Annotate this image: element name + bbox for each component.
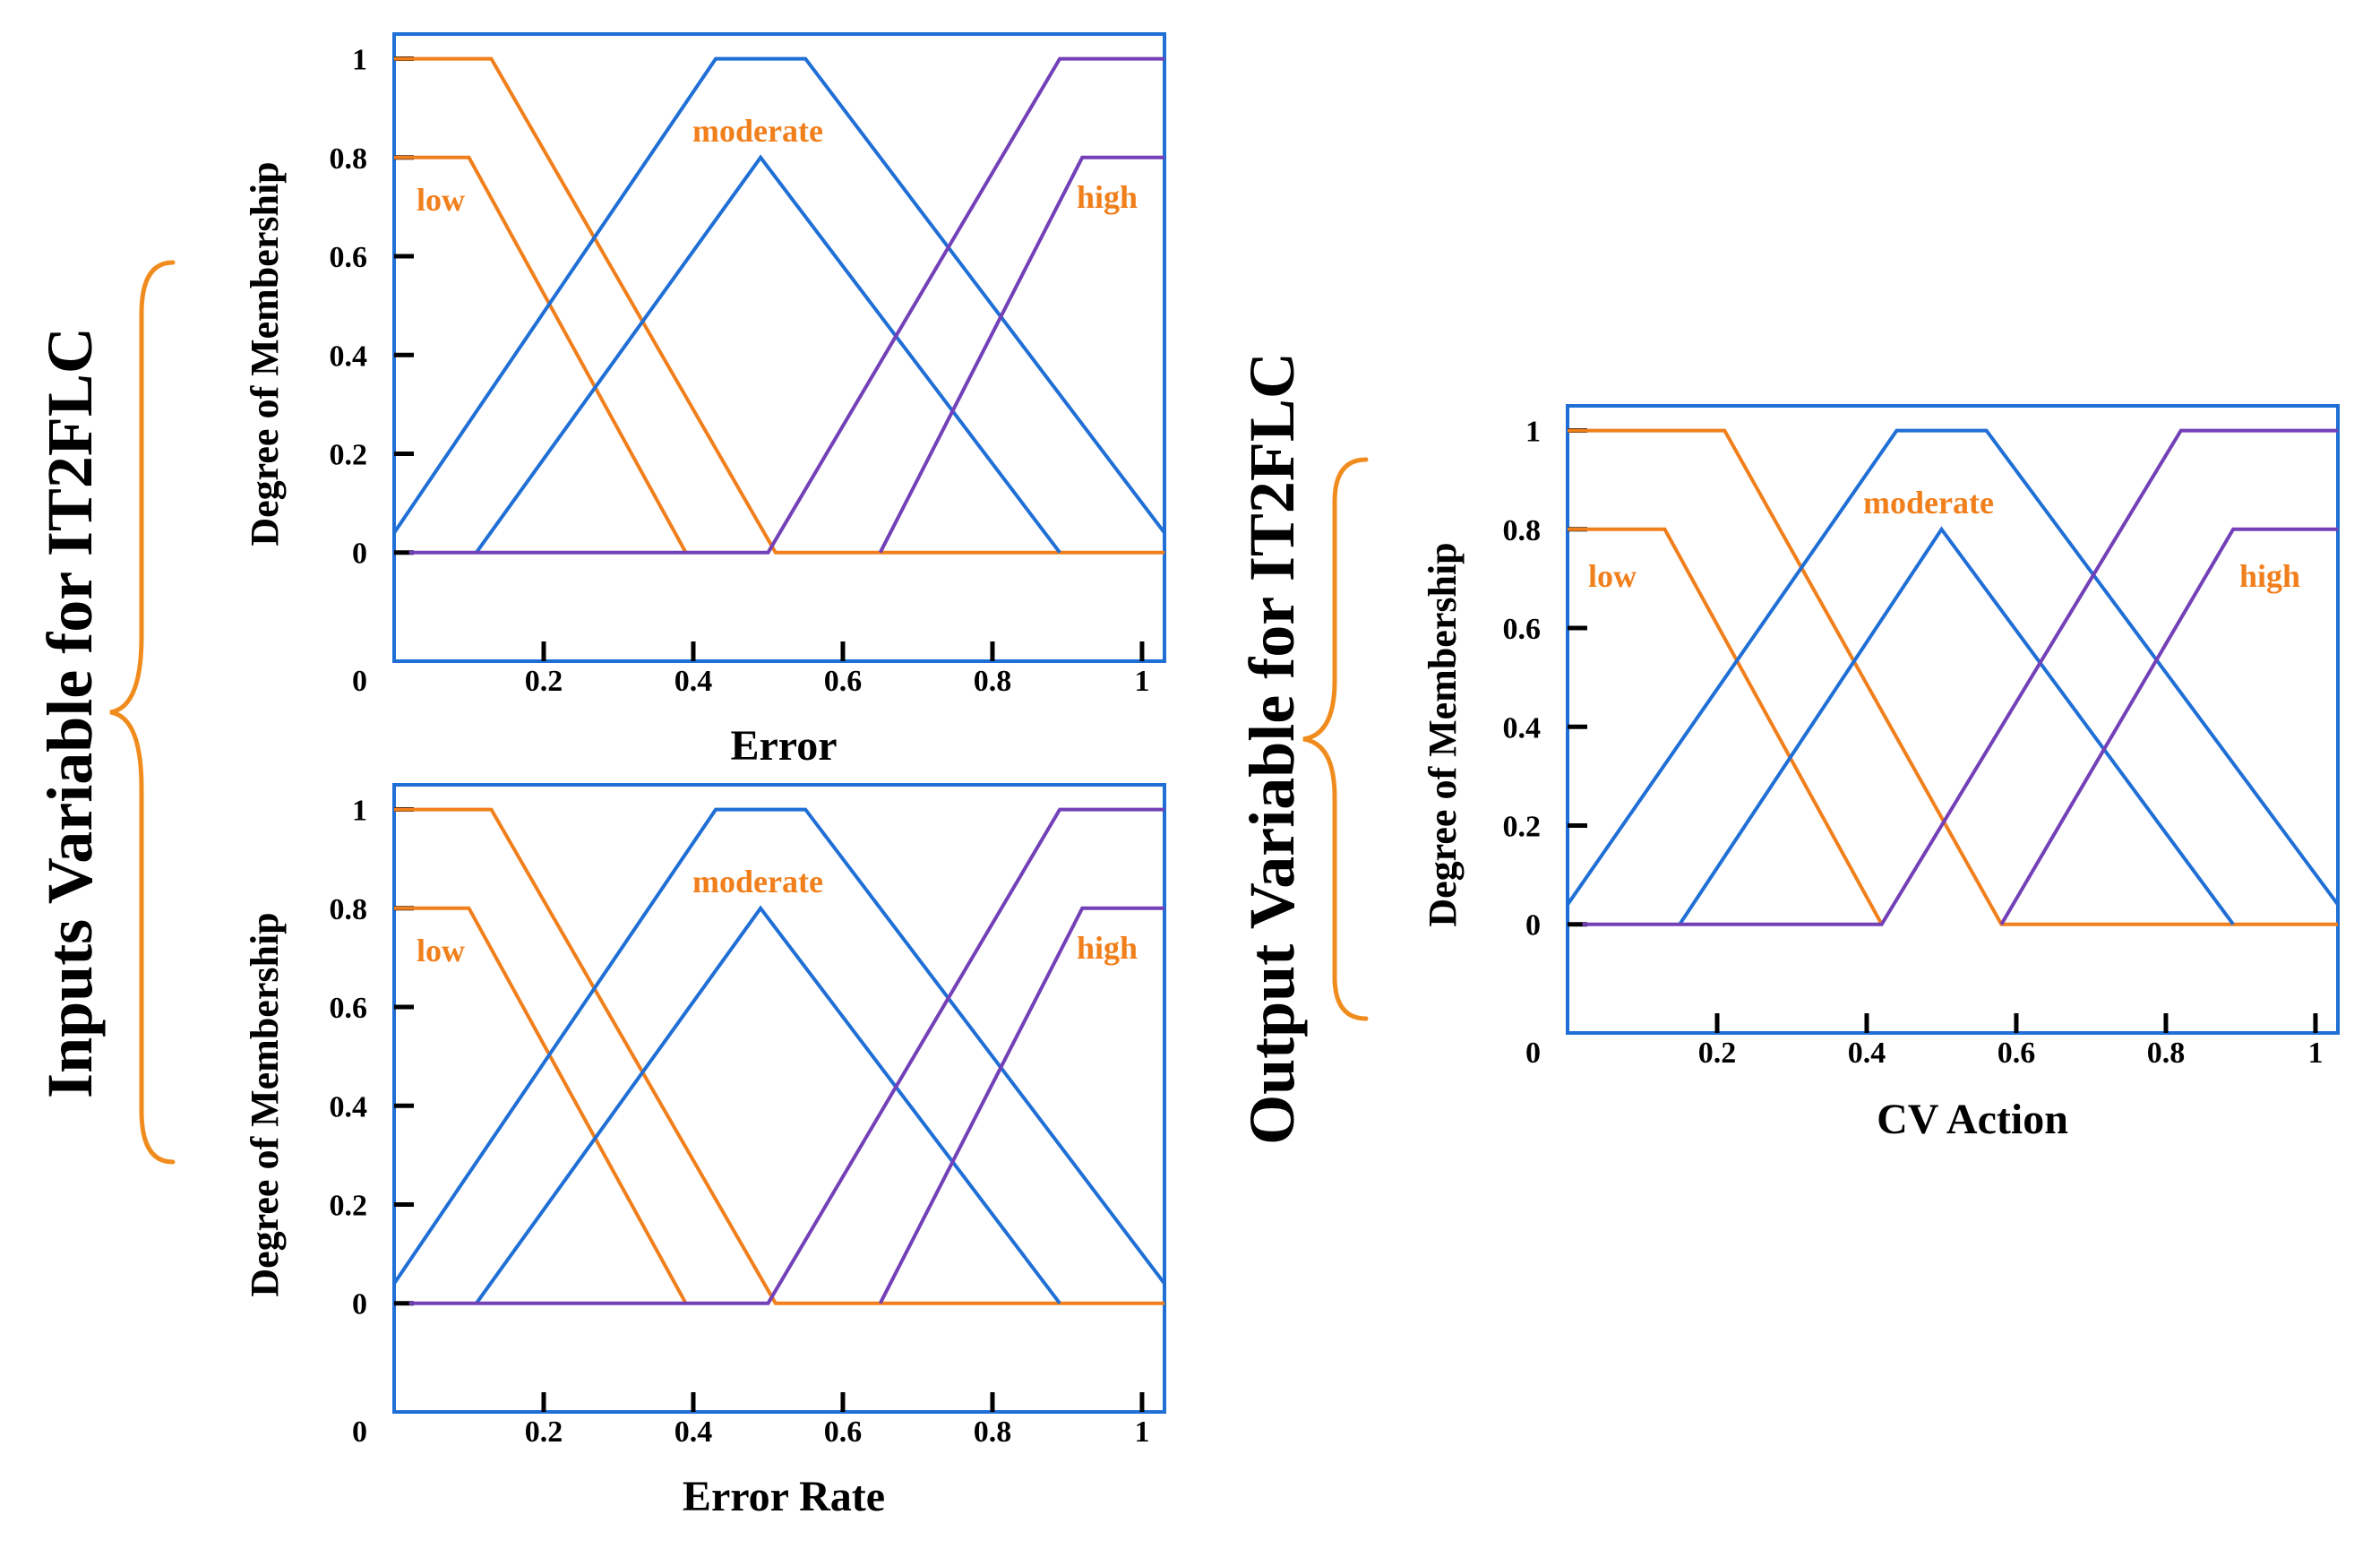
- y-tick-label: 0.2: [1503, 811, 1542, 844]
- series-high-lower: [1999, 527, 2338, 925]
- x-tick-label: 0.8: [974, 665, 1012, 698]
- series-moderate-lower: [475, 154, 1061, 554]
- series-low-upper: [1568, 428, 2338, 926]
- series-high-lower: [878, 906, 1164, 1304]
- label-high: high: [1077, 930, 1138, 966]
- label-moderate: moderate: [1863, 485, 1994, 521]
- series-low-upper: [394, 807, 1164, 1305]
- x-tick-label: 0.8: [2147, 1037, 2186, 1070]
- series-high-upper: [408, 56, 1164, 555]
- cv-action-membership-chart: Degree of Membership 0 0 0.2 0.2 0.4 0.4 0.6 0.…: [1421, 404, 2340, 1143]
- y-tick-label: 0.2: [330, 1190, 368, 1223]
- x-axis-label: Error Rate: [683, 1473, 885, 1520]
- series-moderate-lower: [1678, 526, 2235, 925]
- error-membership-chart: Degree of Membership 0 0 0.2 0.2 0.4 0.4 0.6 0.…: [243, 32, 1166, 770]
- series-moderate-lower: [475, 905, 1061, 1304]
- x-tick-label: 0.8: [974, 1416, 1012, 1449]
- label-low: low: [417, 182, 465, 218]
- y-tick-label: 1: [1525, 416, 1541, 449]
- inputs-group-label: Inputs Variable for IT2FLC: [33, 326, 106, 1098]
- label-low: low: [1588, 558, 1637, 594]
- x-tick-label: 0.2: [525, 665, 563, 698]
- y-tick-label: 0: [352, 1288, 367, 1321]
- inputs-brace: [109, 260, 176, 1165]
- y-tick-label: 0.4: [330, 340, 368, 373]
- series-low-lower: [1568, 527, 1884, 925]
- y-tick-label: 0: [352, 538, 367, 571]
- y-tick-label: 0: [1525, 909, 1541, 942]
- x-tick-label: 0.2: [525, 1416, 563, 1449]
- x-tick-label: 1: [1134, 665, 1149, 698]
- x-axis-label: CV Action: [1877, 1096, 2068, 1143]
- series-low-lower: [394, 155, 688, 554]
- x-tick-label: 0: [352, 1416, 367, 1449]
- series-low-upper: [394, 56, 1164, 555]
- label-moderate: moderate: [692, 113, 823, 149]
- x-tick-label: 0.4: [674, 1416, 713, 1449]
- y-tick-label: 0.8: [1503, 514, 1542, 547]
- series-moderate-upper: [1566, 428, 2340, 906]
- inputs-brace-path: [109, 260, 176, 1165]
- axes-frame: [1566, 404, 2340, 1035]
- x-tick-label: 0: [352, 665, 367, 698]
- x-axis-label: Error: [730, 722, 837, 770]
- y-axis-label: Degree of Membership: [243, 161, 287, 546]
- x-tick-label: 0.2: [1698, 1037, 1737, 1070]
- y-axis-label: Degree of Membership: [1421, 542, 1465, 926]
- x-tick-label: 1: [2307, 1037, 2323, 1070]
- y-tick-label: 0.6: [330, 992, 368, 1025]
- series-high-lower: [878, 155, 1164, 554]
- output-brace-path: [1302, 457, 1369, 1021]
- x-tick-label: 1: [1134, 1416, 1149, 1449]
- y-tick-label: 1: [352, 44, 367, 77]
- error-rate-membership-chart: Degree of Membership 0 0 0.2 0.2 0.4 0.4 0.6 0.…: [243, 783, 1166, 1520]
- series-high-upper: [1582, 428, 2338, 926]
- y-tick-label: 0.6: [330, 241, 368, 274]
- x-tick-label: 0.4: [1848, 1037, 1886, 1070]
- y-tick-label: 0.6: [1503, 613, 1542, 646]
- y-tick-label: 0.8: [330, 893, 368, 926]
- series-high-upper: [408, 807, 1164, 1305]
- label-low: low: [417, 933, 465, 968]
- label-high: high: [2239, 558, 2300, 594]
- series-moderate-upper: [392, 56, 1166, 534]
- output-group-label: Output Variable for IT2FLC: [1235, 351, 1308, 1145]
- y-axis-label: Degree of Membership: [243, 912, 287, 1296]
- y-tick-label: 0.8: [330, 142, 368, 176]
- y-tick-label: 1: [352, 795, 367, 828]
- series-moderate-upper: [392, 807, 1166, 1285]
- output-brace: [1302, 457, 1369, 1021]
- y-tick-label: 0.2: [330, 439, 368, 472]
- x-tick-label: 0.4: [674, 665, 713, 698]
- label-high: high: [1077, 179, 1138, 215]
- x-tick-label: 0.6: [824, 1416, 863, 1449]
- series-low-lower: [394, 906, 688, 1304]
- x-tick-label: 0.6: [1998, 1037, 2036, 1070]
- label-moderate: moderate: [692, 864, 823, 899]
- x-tick-label: 0: [1525, 1037, 1541, 1070]
- axes-frame: [392, 783, 1166, 1414]
- y-tick-label: 0.4: [1503, 711, 1542, 744]
- y-tick-label: 0.4: [330, 1090, 368, 1123]
- axes-frame: [392, 32, 1166, 663]
- x-tick-label: 0.6: [824, 665, 863, 698]
